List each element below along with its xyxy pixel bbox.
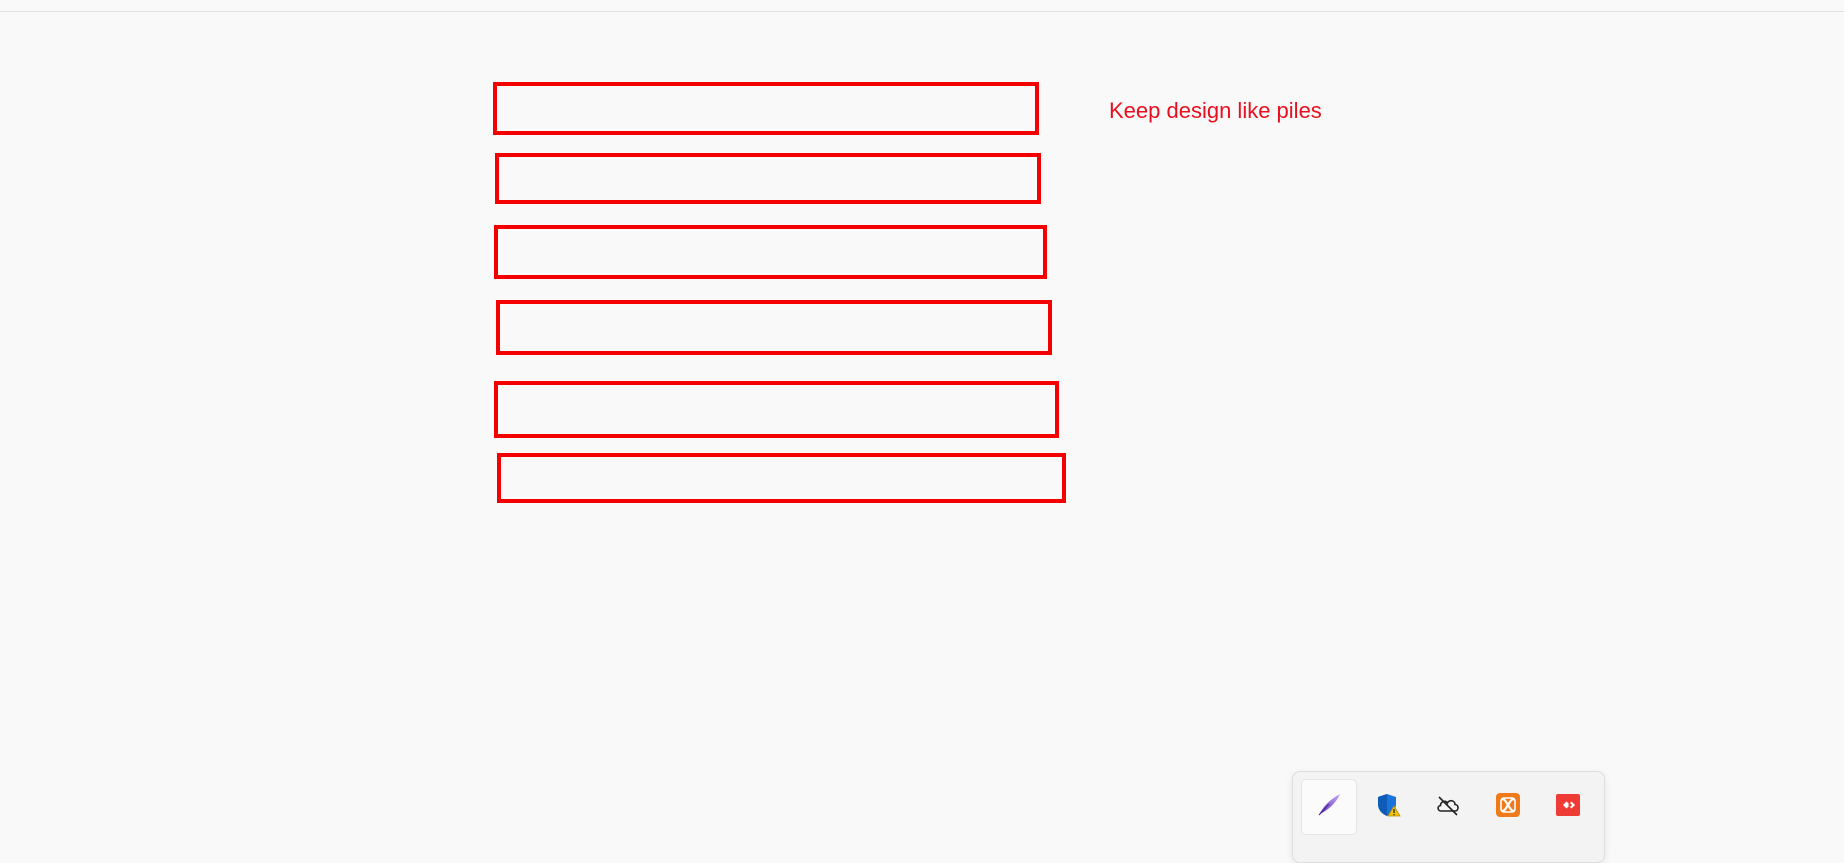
- pile-box: [494, 225, 1047, 279]
- system-tray-overflow: [1292, 771, 1605, 863]
- pile-box: [496, 300, 1052, 355]
- pile-box: [494, 381, 1059, 438]
- annotation-note: Keep design like piles: [1109, 98, 1322, 123]
- xampp-icon: [1495, 792, 1521, 822]
- tray-item-security[interactable]: [1360, 779, 1416, 835]
- pile-box: [493, 82, 1039, 135]
- tray-item-anydesk[interactable]: [1540, 779, 1596, 835]
- pile-box: [497, 453, 1066, 503]
- tray-item-xampp[interactable]: [1480, 779, 1536, 835]
- anydesk-icon: [1555, 792, 1581, 822]
- tray-item-quill[interactable]: [1301, 779, 1357, 835]
- security-shield-warning-icon: [1374, 791, 1402, 823]
- cloud-offline-icon: [1434, 791, 1462, 823]
- tray-item-cloud[interactable]: [1420, 779, 1476, 835]
- quill-pen-icon: [1315, 791, 1343, 823]
- pile-box: [495, 153, 1041, 204]
- top-divider: [0, 11, 1844, 12]
